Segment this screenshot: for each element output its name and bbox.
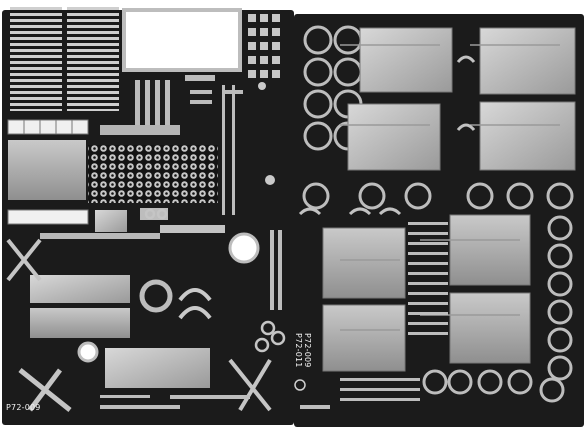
right-fret (294, 14, 584, 427)
left-fret (2, 7, 294, 425)
right-fret-code-2: P72-011 (294, 333, 303, 368)
left-fret-code: P72-009 (6, 403, 41, 412)
right-fret-code-1: P72-009 (303, 333, 312, 368)
